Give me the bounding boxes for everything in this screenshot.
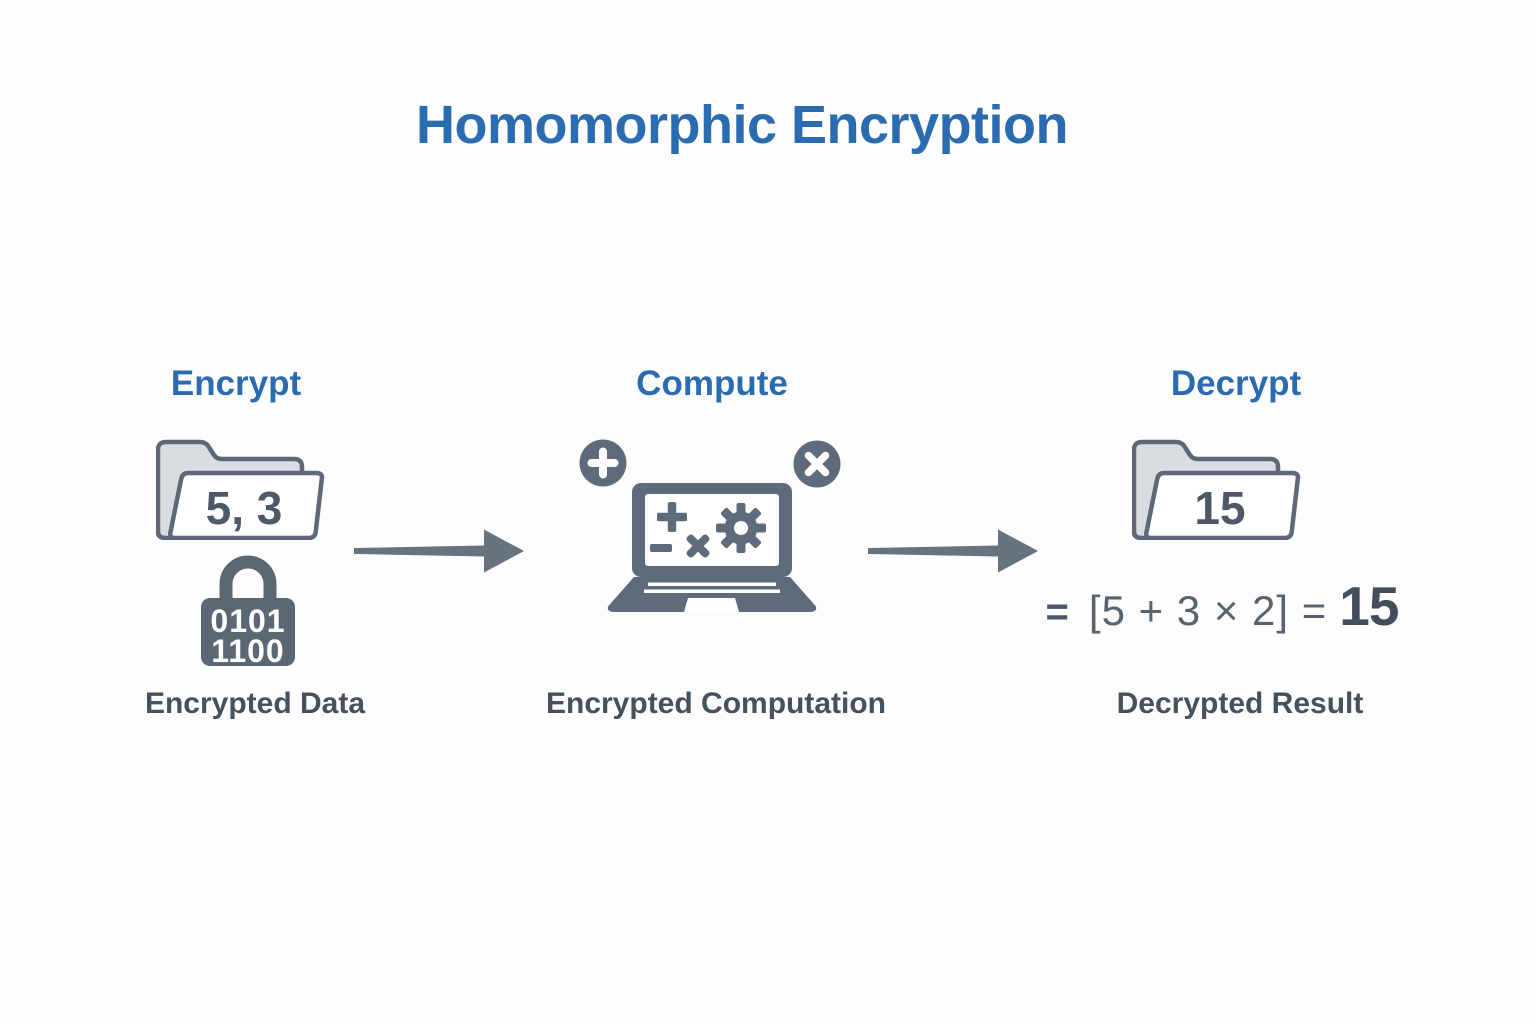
folder-front xyxy=(1143,470,1301,540)
multiply-badge-icon xyxy=(793,440,841,488)
folder-front xyxy=(167,470,325,540)
gear-icon xyxy=(716,503,766,553)
arrow-right-icon xyxy=(868,529,1038,573)
lock-binary-line2: 1100 xyxy=(211,633,284,669)
encrypt-label: Encrypted Data xyxy=(144,687,366,720)
times-icon xyxy=(686,534,710,558)
encrypt-heading: Encrypt xyxy=(170,364,302,403)
decrypt-heading: Decrypt xyxy=(1170,364,1302,403)
plus-icon xyxy=(657,502,687,532)
page-title: Homomorphic Encryption xyxy=(415,95,1069,155)
lock-shackle xyxy=(219,555,277,602)
equation-equals-lead: = xyxy=(1045,590,1069,634)
plus-badge-icon xyxy=(579,439,627,487)
laptop-icon xyxy=(607,483,817,612)
equation-expression: [5 + 3 × 2] = xyxy=(1088,587,1328,634)
decrypt-equation: = [5 + 3 × 2] = 15 xyxy=(1045,574,1400,638)
decrypt-folder-value: 15 xyxy=(1194,482,1245,534)
arrow-right-icon xyxy=(354,529,524,573)
lock-icon: 0101 1100 xyxy=(201,555,295,669)
equation-result: 15 xyxy=(1339,575,1399,637)
laptop-trackpad-notch xyxy=(684,598,739,612)
laptop-keyboard-line xyxy=(644,589,780,593)
lock-body xyxy=(201,598,295,666)
lock-binary-line1: 0101 xyxy=(210,603,285,639)
compute-label: Encrypted Computation xyxy=(545,687,887,720)
encrypt-folder-value: 5, 3 xyxy=(206,482,283,534)
decrypt-folder-icon: 15 xyxy=(1132,439,1301,540)
laptop-keyboard-line xyxy=(648,582,776,586)
minus-icon xyxy=(650,544,672,552)
decrypt-label: Decrypted Result xyxy=(1116,687,1364,720)
encrypt-folder-icon: 5, 3 xyxy=(156,439,325,540)
compute-heading: Compute xyxy=(636,364,788,403)
